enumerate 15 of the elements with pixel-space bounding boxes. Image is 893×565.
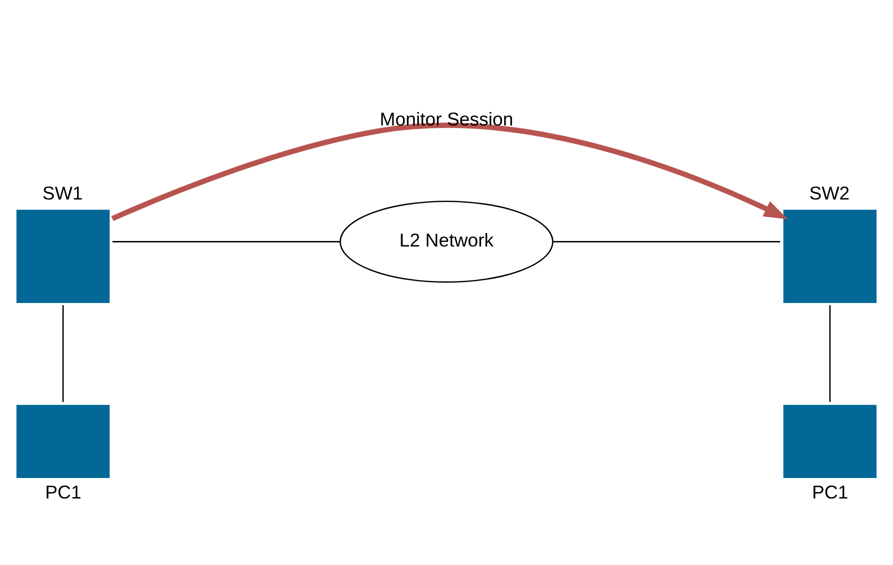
- node-label: SW2: [809, 182, 850, 203]
- node-box: [16, 209, 110, 302]
- node-box: [16, 404, 110, 478]
- connector: [112, 240, 340, 242]
- connector: [62, 304, 64, 402]
- node-label: PC1: [45, 480, 82, 502]
- connector: [829, 304, 831, 402]
- arrow: [111, 122, 788, 221]
- node-label: PC1: [812, 480, 848, 502]
- node-label: SW1: [42, 182, 83, 203]
- node-box: [783, 404, 877, 478]
- edge-label: Monitor Session: [380, 108, 514, 129]
- connector: [553, 240, 780, 242]
- node-box: [783, 209, 877, 302]
- node-ellipse: L2 Network: [340, 200, 554, 282]
